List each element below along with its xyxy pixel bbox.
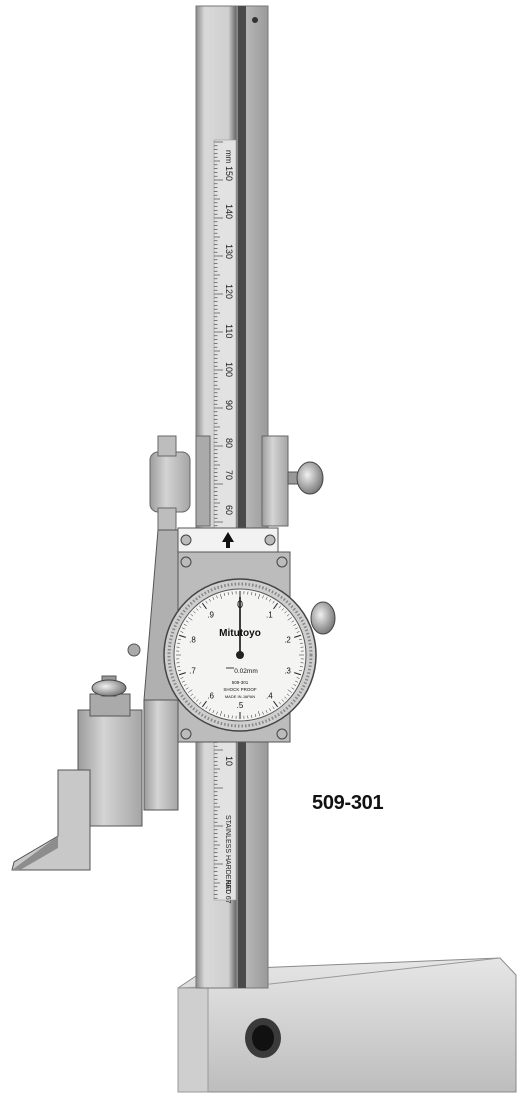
dial-hub — [236, 651, 244, 659]
scale-number: 140 — [224, 204, 234, 219]
scale-number: 120 — [224, 284, 234, 299]
dial-adjust-knob[interactable] — [311, 602, 335, 634]
dial-number: .3 — [284, 666, 291, 675]
lock-knob[interactable] — [288, 462, 323, 494]
scale-number: 90 — [224, 400, 234, 410]
dial-number: .1 — [266, 611, 273, 620]
scale-number: 70 — [224, 470, 234, 480]
dial-number: .8 — [189, 636, 196, 645]
model-number-label: 509-301 — [312, 792, 383, 815]
clamp-screw[interactable] — [92, 680, 126, 696]
dial-indicator: 0.1.2.3.4.5.6.7.8.9 Mitutoyo 0.02mm 509-… — [164, 579, 316, 731]
dial-shock: SHOCK PROOF — [223, 687, 257, 692]
scale-number: 80 — [224, 438, 234, 448]
scale-number: 10 — [224, 756, 234, 766]
scriber — [12, 770, 90, 870]
reference-plate — [178, 528, 278, 552]
side-screw — [128, 644, 140, 656]
dial-number: .9 — [207, 611, 214, 620]
scale-unit: mm — [224, 150, 233, 164]
dial-number: .7 — [189, 666, 196, 675]
dial-model: 509-301 — [232, 680, 249, 685]
dial-origin: MADE IN JAPAN — [225, 694, 255, 699]
scale-number: 150 — [224, 166, 234, 181]
dial-resolution: 0.02mm — [234, 668, 257, 675]
dial-number: .4 — [266, 691, 273, 700]
dial-number: .5 — [237, 701, 244, 710]
scale-number: 100 — [224, 362, 234, 377]
dial-number: .6 — [207, 691, 214, 700]
dial-number: .2 — [284, 636, 291, 645]
scale-number: 110 — [224, 324, 234, 338]
scale-number: 60 — [224, 505, 234, 515]
scale-number: 130 — [224, 244, 234, 259]
patent-text: PAT. 67 — [224, 880, 231, 904]
